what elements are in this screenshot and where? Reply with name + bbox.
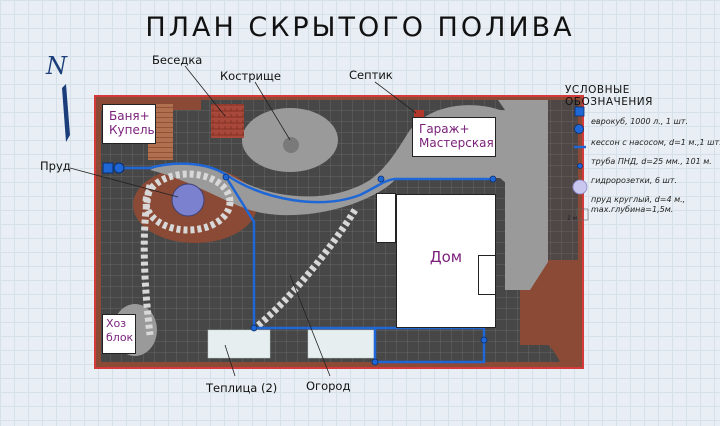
building-utility: Хоз блок [102, 314, 136, 354]
stepping-stones-pond [142, 170, 234, 234]
pond [171, 183, 205, 217]
building-bathhouse: Баня+ Купель [102, 104, 156, 144]
legend-item: труба ПНД, d=25 мм., 101 м. [591, 157, 712, 166]
pump-caisson [113, 162, 125, 174]
paved-strip-right [548, 100, 578, 260]
label-pond: Пруд [40, 159, 71, 173]
legend-scale-swatch [576, 208, 589, 221]
label-gazebo: Беседка [152, 53, 203, 67]
house-porch-right [478, 255, 496, 295]
label-greenhouse: Теплица (2) [206, 381, 278, 395]
stepping-stones-garden [140, 184, 358, 336]
firepit [283, 137, 299, 153]
lawn-right [520, 257, 578, 362]
legend-heading: УСЛОВНЫЕ ОБОЗНАЧЕНИЯ [565, 84, 653, 108]
legend-item: гидророзетки, 6 шт. [591, 176, 677, 185]
greenhouse-1 [207, 329, 271, 359]
legend-caisson-swatch [574, 124, 584, 134]
legend: УСЛОВНЫЕ ОБОЗНАЧЕНИЯ еврокуб, 1000 л., 1… [565, 84, 720, 237]
greenhouse-2 [307, 329, 375, 359]
legend-item: пруд круглый, d=4 м., max.глубина=1,5м. [591, 195, 686, 214]
compass-arrow [62, 84, 70, 142]
page-title: ПЛАН СКРЫТОГО ПОЛИВА [145, 12, 575, 43]
label-firepit: Кострище [220, 69, 281, 83]
septic [414, 110, 424, 117]
building-garage: Гараж+ Мастерская [412, 117, 496, 157]
legend-eurocube-swatch [574, 106, 585, 117]
legend-item: кессон с насосом, d=1 м.,1 шт. [591, 138, 720, 147]
hydro-sockets [222, 173, 497, 366]
label-septic: Септик [349, 68, 393, 82]
legend-socket-swatch [577, 163, 583, 169]
legend-item: 1 м. [565, 215, 715, 237]
eurocube [102, 162, 114, 174]
north-icon: N [46, 52, 67, 80]
legend-pond-swatch [572, 179, 588, 195]
legend-item: еврокуб, 1000 л., 1 шт. [591, 117, 688, 126]
gazebo-deck [211, 104, 244, 138]
path-right [498, 100, 548, 290]
legend-scale: 1 м. [567, 215, 580, 222]
house-porch-left [376, 193, 396, 243]
label-garden: Огород [306, 379, 351, 393]
